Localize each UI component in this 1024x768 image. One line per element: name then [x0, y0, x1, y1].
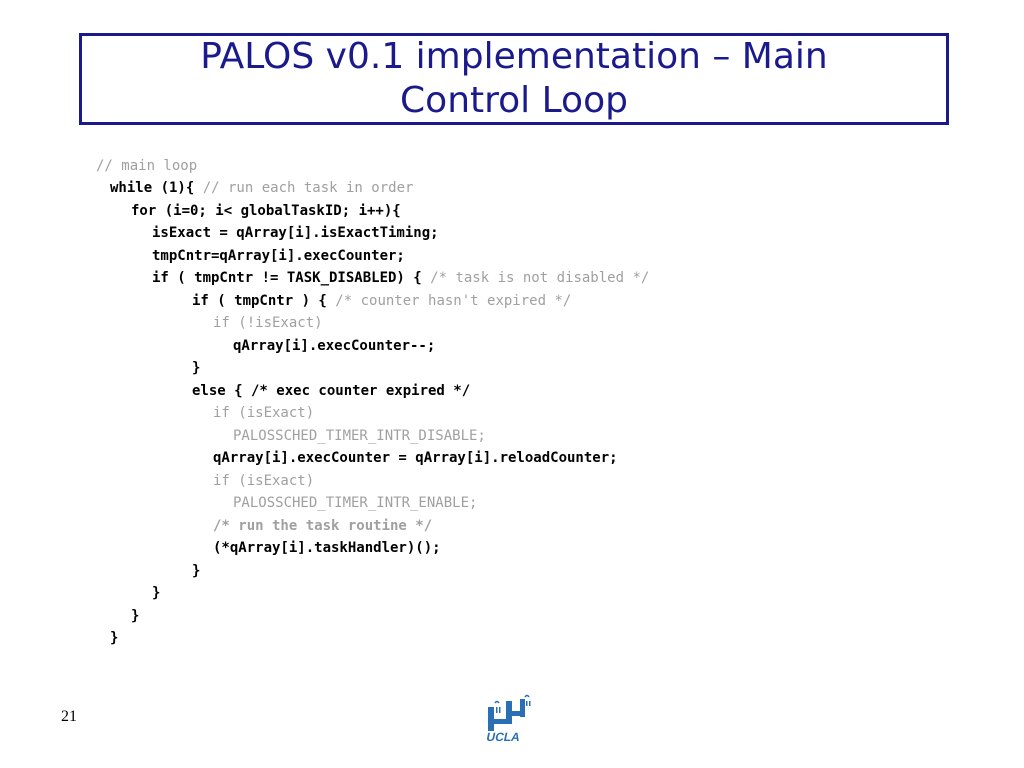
code-line-2: while (1){ // run each task in order	[110, 177, 413, 199]
code-line-14: qArray[i].execCounter = qArray[i].reload…	[213, 450, 618, 466]
code-line-2-code: while (1){	[110, 180, 203, 196]
code-line-8: if (!isExact)	[213, 315, 323, 331]
svg-text:UCLA: UCLA	[485, 730, 521, 744]
ucla-logo-icon: UCLA	[484, 693, 534, 745]
code-line-1: // main loop	[96, 158, 198, 174]
code-line-6: if ( tmpCntr != TASK_DISABLED) { /* task…	[152, 267, 649, 289]
code-line-19: }	[192, 563, 201, 579]
code-line-7-comment: /* counter hasn't expired */	[335, 293, 572, 309]
page-number: 21	[61, 708, 77, 725]
code-line-12: if (isExact)	[213, 405, 315, 421]
code-line-10: }	[192, 360, 201, 376]
code-line-15: if (isExact)	[213, 473, 315, 489]
code-line-6-comment: /* task is not disabled */	[430, 270, 650, 286]
code-line-6-code: if ( tmpCntr != TASK_DISABLED) {	[152, 270, 431, 286]
code-line-11: else { /* exec counter expired */	[192, 383, 471, 399]
code-line-2-comment: // run each task in order	[202, 180, 414, 196]
slide-title: PALOS v0.1 implementation – Main Control…	[200, 36, 828, 121]
code-line-5: tmpCntr=qArray[i].execCounter;	[152, 248, 405, 264]
code-line-4: isExact = qArray[i].isExactTiming;	[152, 225, 439, 241]
code-line-9: qArray[i].execCounter--;	[233, 338, 436, 354]
code-line-7-code: if ( tmpCntr ) {	[192, 293, 336, 309]
code-line-13: PALOSSCHED_TIMER_INTR_DISABLE;	[233, 428, 486, 444]
code-line-7: if ( tmpCntr ) { /* counter hasn't expir…	[192, 290, 571, 312]
code-line-17: /* run the task routine */	[213, 518, 433, 534]
code-line-16: PALOSSCHED_TIMER_INTR_ENABLE;	[233, 495, 478, 511]
title-box: PALOS v0.1 implementation – Main Control…	[79, 33, 949, 125]
code-line-3: for (i=0; i< globalTaskID; i++){	[131, 203, 401, 219]
code-line-22: }	[110, 630, 119, 646]
code-line-18: (*qArray[i].taskHandler)();	[213, 540, 441, 556]
code-line-21: }	[131, 608, 140, 624]
code-line-20: }	[152, 585, 161, 601]
